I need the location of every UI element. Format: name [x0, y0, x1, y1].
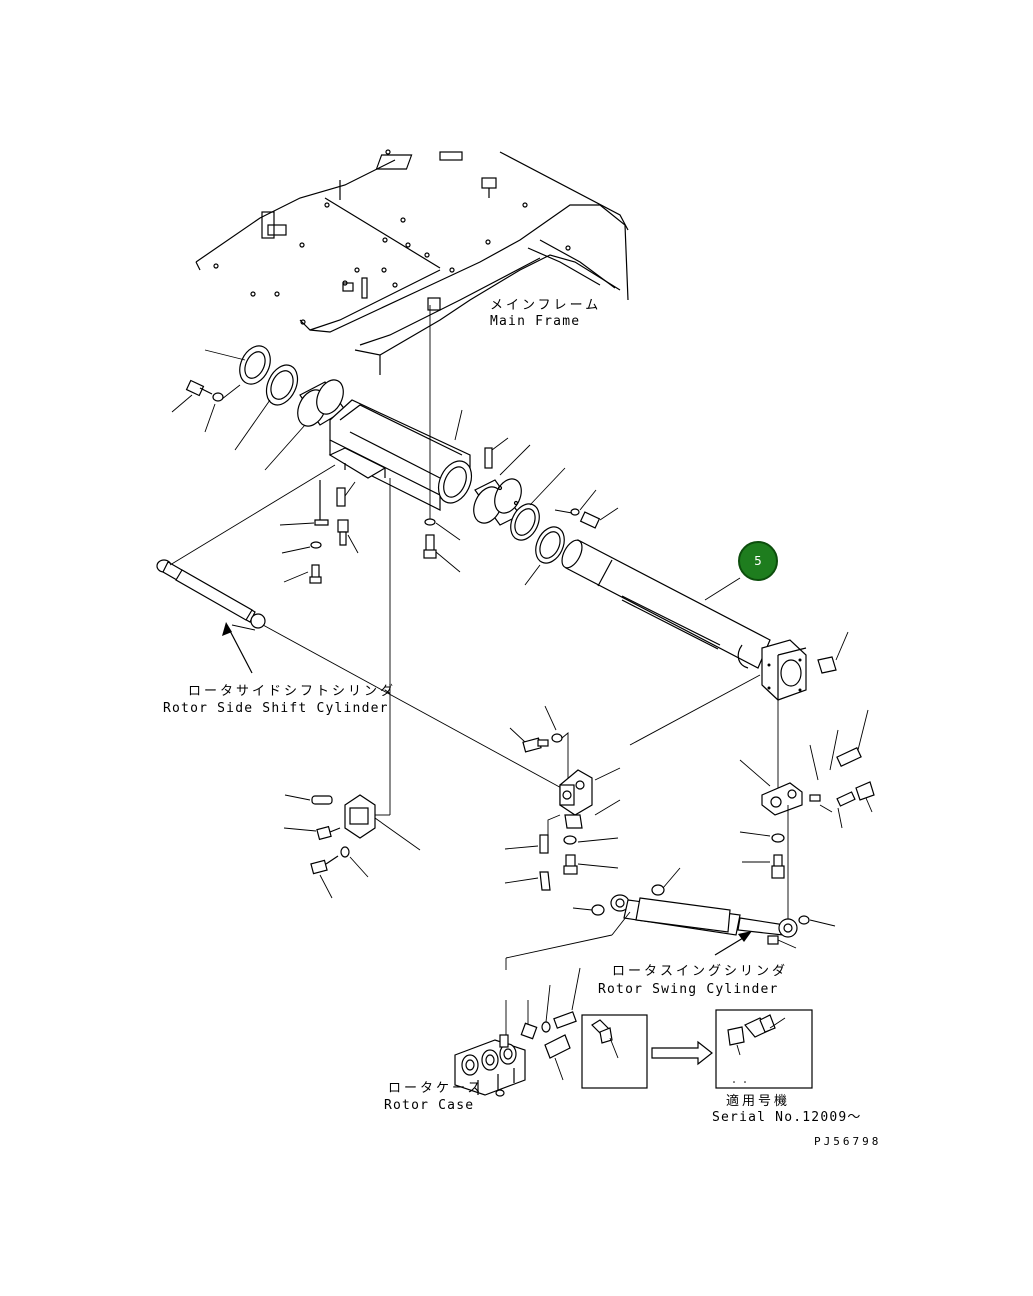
left-lower-bracket — [283, 478, 421, 899]
rotor-case — [454, 967, 581, 1097]
swing-cylinder — [505, 867, 836, 970]
applicable-label-jp: 適用号機 — [726, 1094, 791, 1109]
drawing-code: PJ56798 — [814, 1135, 882, 1148]
side-shift-label-jp: ロータサイドシフトシリンダ — [188, 684, 397, 699]
right-hinge — [739, 709, 875, 922]
main-frame — [195, 149, 629, 375]
serial-number-label: Serial No.12009～ — [712, 1110, 862, 1125]
swing-cylinder-label-en: Rotor Swing Cylinder — [598, 982, 779, 997]
upper-left-bushings — [171, 345, 346, 471]
center-hinge — [504, 705, 621, 891]
side-shift-label-en: Rotor Side Shift Cylinder — [163, 701, 389, 716]
main-frame-label-en: Main Frame — [490, 314, 581, 329]
part-callout-5[interactable]: 5 — [738, 541, 778, 581]
large-cylinder — [561, 539, 849, 790]
rotor-case-label-jp: ロータケース — [388, 1081, 484, 1096]
swing-cylinder-label-jp: ロータスイングシリンダ — [612, 964, 789, 979]
center-bracket — [279, 305, 509, 584]
main-frame-label-jp: メインフレーム — [490, 298, 602, 313]
detail-boxes — [581, 1009, 813, 1089]
right-bushings — [473, 444, 619, 586]
side-shift-cylinder — [156, 464, 566, 791]
rotor-case-label-en: Rotor Case — [384, 1098, 475, 1113]
